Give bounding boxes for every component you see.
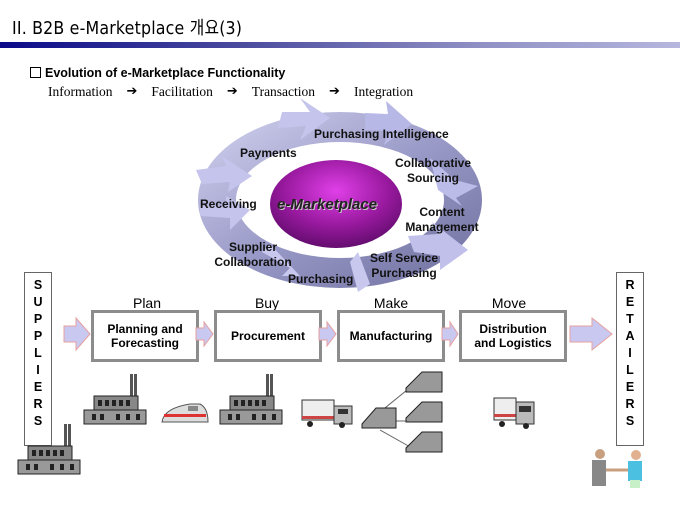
title-underline: [0, 42, 680, 48]
vertical-letter: E: [625, 380, 635, 394]
vertical-letter: S: [33, 278, 43, 292]
stage-title-plan: Plan: [132, 295, 162, 311]
flow-arrow: [63, 316, 91, 352]
flow-arrow: [195, 320, 214, 348]
vertical-letter: T: [626, 312, 634, 326]
cycle-arrowhead: [262, 244, 300, 276]
cycle-item: Self Service Purchasing: [369, 251, 439, 280]
vertical-letter: E: [625, 295, 635, 309]
cycle-core: [270, 160, 402, 248]
truck-icon: [301, 399, 353, 428]
vertical-letter: R: [33, 397, 43, 411]
factory-icon: [219, 374, 283, 425]
section-heading: Evolution of e-Marketplace Functionality: [30, 66, 285, 80]
cycle-center-label: e-Marketplace: [277, 196, 378, 213]
process-box-label: Planning and Forecasting: [107, 322, 183, 350]
vertical-letter: S: [625, 414, 635, 428]
flow-arrow: [569, 316, 613, 352]
evolution-stages: Information ➔ Facilitation ➔ Transaction…: [48, 84, 413, 100]
cycle-arrowhead: [278, 98, 330, 140]
cycle-arrowhead: [430, 158, 478, 206]
page-title: II. B2B e-Marketplace 개요(3): [12, 18, 243, 39]
cycle-item: Collaborative Sourcing: [394, 156, 472, 185]
process-box-label: Manufacturing: [349, 329, 433, 343]
handshake-icon: [592, 449, 642, 488]
right-arrow-icon: ➔: [126, 84, 138, 99]
cycle-arrowhead: [350, 252, 370, 292]
vertical-letter: U: [33, 295, 43, 309]
evolution-stage: Information: [48, 84, 113, 99]
cycle-item: Purchasing Intelligence: [314, 127, 449, 141]
vertical-letter: A: [625, 329, 635, 343]
stage-title-make: Make: [373, 295, 409, 311]
cycle-arrowhead: [408, 222, 468, 270]
warehouse-network-icon: [361, 371, 443, 453]
right-arrow-icon: ➔: [329, 84, 340, 99]
factory-icon: [83, 374, 147, 425]
truck-icon: [493, 397, 535, 429]
right-arrow-icon: ➔: [226, 84, 238, 99]
hollow-square-icon: [30, 67, 41, 78]
cycle-item: Content Management: [405, 205, 479, 234]
cycle-item: Supplier Collaboration: [214, 240, 292, 269]
evolution-stage: Facilitation: [151, 84, 213, 99]
stage-title-buy: Buy: [254, 295, 280, 311]
cycle-arrowhead: [196, 156, 252, 192]
evolution-stage: Transaction: [251, 84, 316, 99]
stage-title-move: Move: [491, 295, 527, 311]
vertical-letter: L: [626, 363, 634, 377]
train-icon: [161, 403, 209, 423]
section-heading-text: Evolution of e-Marketplace Functionality: [45, 66, 286, 80]
vertical-letter: L: [34, 346, 42, 360]
cycle-item: Receiving: [200, 197, 257, 211]
factory-icon: [17, 424, 81, 475]
flow-arrow: [318, 320, 337, 348]
vertical-letter: S: [33, 414, 43, 428]
process-box-label: Procurement: [230, 329, 306, 343]
evolution-stage: Integration: [353, 84, 414, 99]
vertical-letter: R: [625, 397, 635, 411]
process-box-manufacturing: Manufacturing: [337, 310, 445, 362]
vertical-letter: I: [36, 363, 40, 377]
vertical-letter: E: [33, 380, 43, 394]
cycle-arrowhead: [365, 101, 412, 145]
vertical-letter: P: [33, 312, 43, 326]
cycle-item: Purchasing: [288, 272, 354, 286]
vertical-letter: P: [33, 329, 43, 343]
process-box-distribution: Distribution and Logistics: [459, 310, 567, 362]
cycle-item: Payments: [240, 146, 297, 160]
cycle-arrowhead: [200, 196, 250, 230]
flow-arrow: [441, 320, 459, 348]
process-box-label: Distribution and Logistics: [474, 322, 552, 350]
vertical-letter: I: [628, 346, 632, 360]
vertical-letter: R: [625, 278, 635, 292]
